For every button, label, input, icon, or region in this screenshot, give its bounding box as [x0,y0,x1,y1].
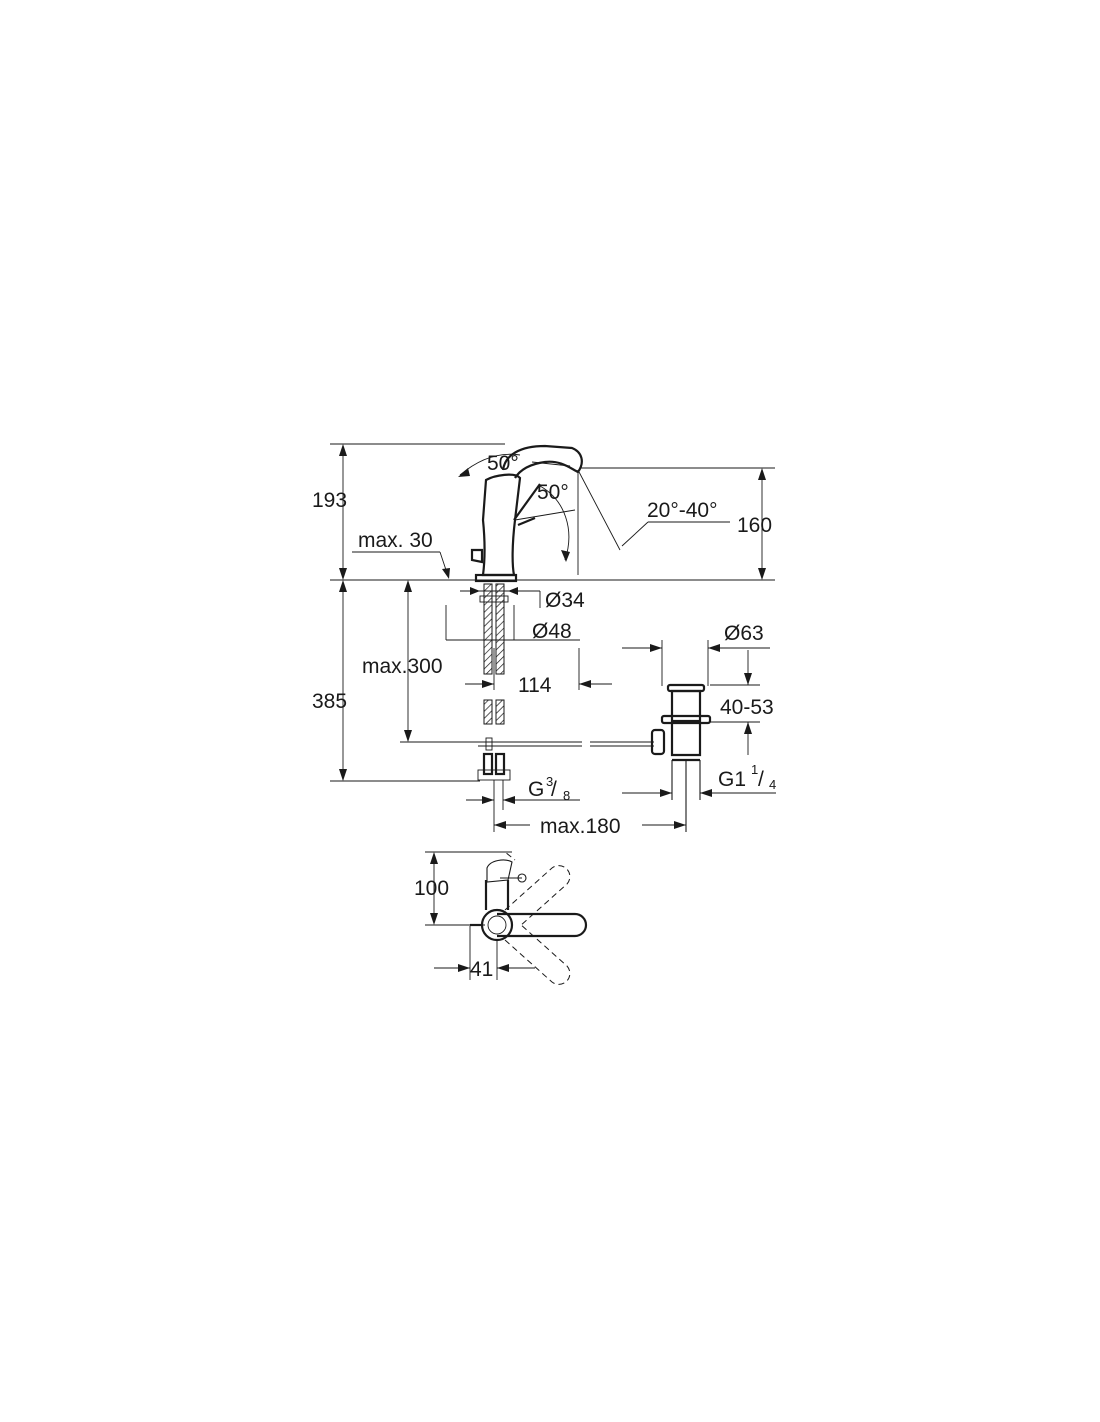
spout-inner [531,461,571,467]
dim-193: 193 [312,489,347,512]
hose-left [483,583,493,675]
spout-rotated [497,851,516,861]
top-base-inner [487,915,507,935]
thread-g38-den: 8 [563,788,570,803]
connector-right [494,752,506,776]
lever-ref-line [514,509,576,521]
thread-g38-main: G [528,778,544,801]
drain-nut [660,714,712,725]
supply-hoses: Ø34 Ø48 114 max.300 385 G 3 / [312,580,654,810]
faucet-side-view: 193 160 20°-40° 50° 50° max. 30 [312,443,775,583]
hose-right [495,583,505,675]
thread-g114-num: 1 [751,762,758,777]
dim-max300: max.300 [362,655,443,678]
drain-body [670,723,702,757]
thread-g38-num: 3 [546,774,553,789]
top-spout [486,859,513,883]
top-lever-tip [517,873,527,883]
drain-lever-knob [650,728,666,756]
handle-rotated-up [504,865,571,927]
top-handle [497,912,588,938]
handle-rotated-down [504,923,571,985]
dim-385: 385 [312,690,347,713]
spray-angle-line [577,469,621,551]
faucet-body [481,473,522,577]
dim-d63: Ø63 [724,622,764,645]
angle-50-side: 50° [537,481,569,504]
drain-assembly: Ø63 40-53 G1 1 / 4 max.180 [493,622,776,838]
arc-50-side [539,485,570,561]
rod-clip [485,737,493,751]
dim-41: 41 [470,958,493,981]
thread-g114-slash: / [758,768,764,791]
dim-max180: max.180 [540,815,621,838]
angle-20-40: 20°-40° [647,499,718,522]
lever-lower [517,516,536,527]
hose-left-lower [483,699,493,725]
dim-max30: max. 30 [358,529,433,552]
drain-body-top [670,689,702,723]
faucet-base [474,573,518,583]
faucet-lever [513,483,541,521]
spray-leader [621,521,649,547]
connector-left [482,752,494,776]
hose-right-lower [495,699,505,725]
dim-40-53: 40-53 [720,696,774,719]
thread-g114-main: G1 [718,768,746,791]
dim-d48: Ø48 [532,620,572,643]
mount-nut [479,595,509,603]
faucet-top-view: 100 41 [414,851,588,985]
dim-114: 114 [518,674,552,697]
thread-g114-den: 4 [769,777,776,792]
angle-50-top: 50° [487,452,519,475]
thread-g38-slash: / [551,778,557,801]
connector-fittings [477,769,511,781]
dim-160: 160 [737,514,772,537]
dim-d34: Ø34 [545,589,585,612]
dim-100: 100 [414,877,449,900]
popup-knob [470,548,484,564]
